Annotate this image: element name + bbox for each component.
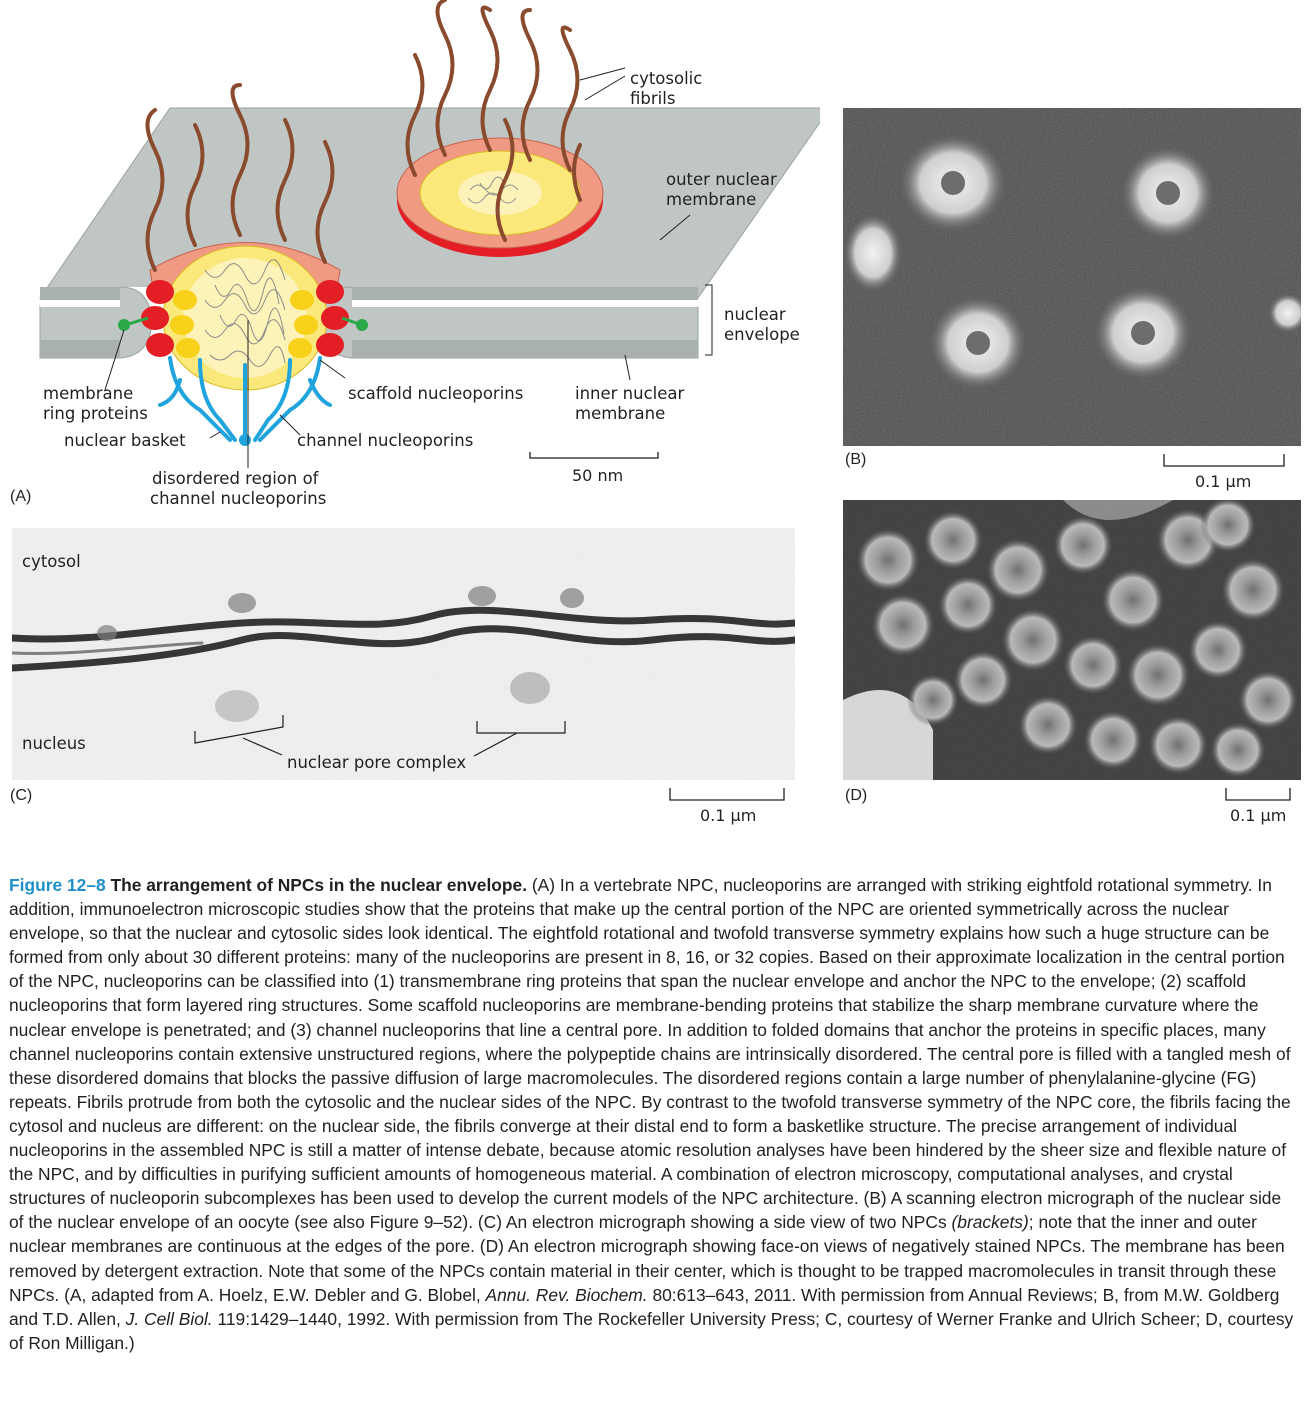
figure-caption: Figure 12–8 The arrangement of NPCs in t… <box>9 873 1299 1355</box>
caption-brackets: (brackets) <box>951 1212 1028 1232</box>
label-nuclear-envelope-1: nuclear <box>724 305 786 325</box>
scale-bar-c <box>666 786 790 802</box>
caption-journal-1: Annu. Rev. Biochem. <box>486 1285 648 1305</box>
label-nucleus: nucleus <box>22 734 86 754</box>
scale-label-a: 50 nm <box>572 466 623 485</box>
label-nuclear-envelope-2: envelope <box>724 325 800 345</box>
label-disordered-region-2: channel nucleoporins <box>150 489 326 509</box>
label-scaffold-nucleoporins: scaffold nucleoporins <box>348 384 523 404</box>
label-channel-nucleoporins: channel nucleoporins <box>297 431 473 451</box>
label-outer-nuclear-membrane-2: membrane <box>666 190 756 210</box>
scale-bar-b <box>1160 452 1290 468</box>
panel-tag-a: (A) <box>10 488 31 506</box>
micrograph-d <box>843 500 1301 780</box>
label-nuclear-pore-complex: nuclear pore complex <box>287 753 466 773</box>
scale-bar-d <box>1222 786 1294 802</box>
scale-label-d: 0.1 µm <box>1230 806 1286 825</box>
panel-tag-b: (B) <box>845 451 866 469</box>
panel-tag-c: (C) <box>10 787 32 805</box>
label-inner-nuclear-membrane-2: membrane <box>575 404 665 424</box>
label-cytosol: cytosol <box>22 552 81 572</box>
figure-title: The arrangement of NPCs in the nuclear e… <box>111 875 528 895</box>
label-disordered-region-1: disordered region of <box>152 469 319 489</box>
scale-label-c: 0.1 µm <box>700 806 756 825</box>
figure-number: Figure 12–8 <box>9 875 106 895</box>
panel-tag-d: (D) <box>845 787 867 805</box>
label-inner-nuclear-membrane-1: inner nuclear <box>575 384 684 404</box>
scale-bar-a <box>530 452 658 458</box>
label-outer-nuclear-membrane-1: outer nuclear <box>666 170 777 190</box>
npc-blob <box>843 213 903 293</box>
label-nuclear-basket: nuclear basket <box>64 431 186 451</box>
label-membrane-ring-1: membrane <box>43 384 133 404</box>
scale-label-b: 0.1 µm <box>1195 472 1251 491</box>
label-cytosolic-fibrils-1: cytosolic <box>630 69 702 89</box>
micrograph-b <box>843 108 1301 446</box>
caption-text-1: (A) In a vertebrate NPC, nucleoporins ar… <box>9 875 1291 1232</box>
label-cytosolic-fibrils-2: fibrils <box>630 89 675 109</box>
label-membrane-ring-2: ring proteins <box>43 404 148 424</box>
caption-journal-2: J. Cell Biol. <box>126 1309 213 1329</box>
micrograph-c <box>12 528 795 780</box>
